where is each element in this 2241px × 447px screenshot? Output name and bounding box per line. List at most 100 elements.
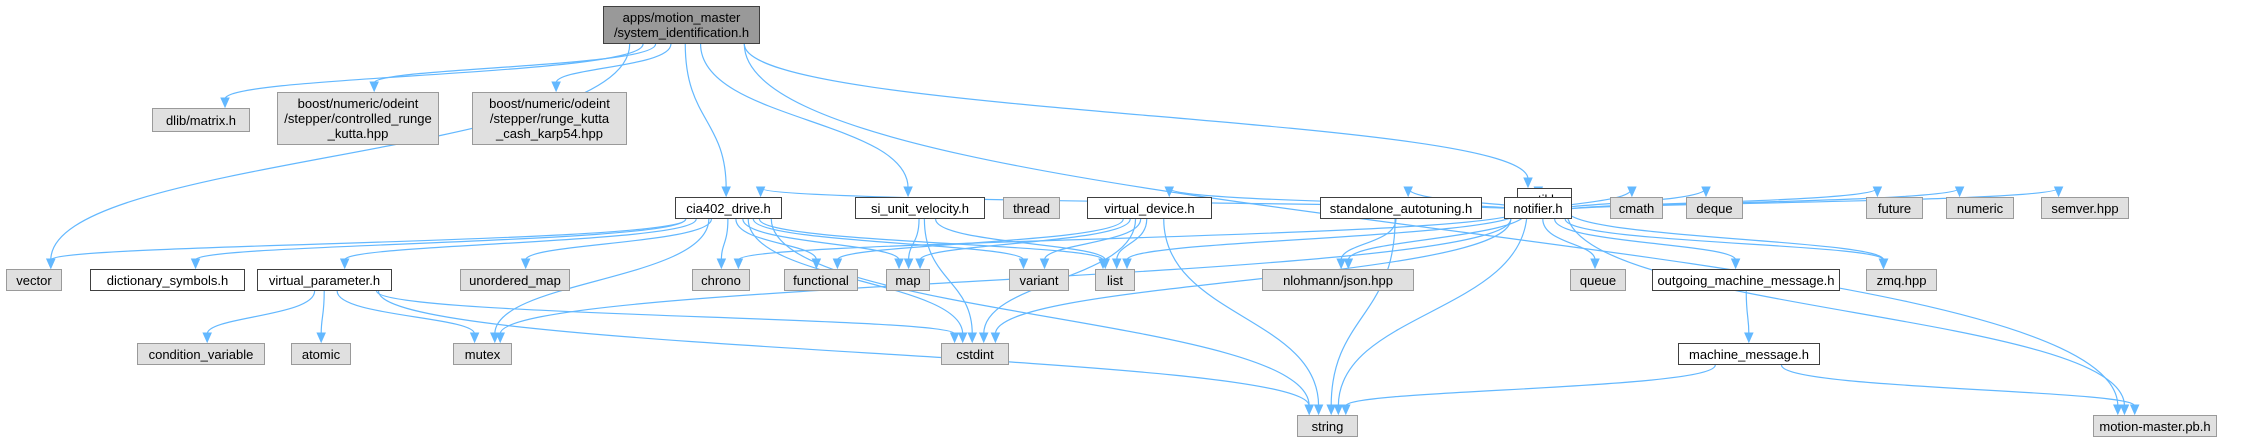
node-condition-variable[interactable]: condition_variable	[137, 343, 265, 365]
edge-cia402-to-vector	[50, 218, 687, 261]
node-map[interactable]: map	[886, 269, 930, 291]
edge-vdev-to-string	[1163, 218, 1320, 407]
node-dlib-matrix-h[interactable]: dlib/matrix.h	[152, 108, 250, 132]
node-standalone-autotuning-h[interactable]: standalone_autotuning.h	[1320, 197, 1482, 219]
node-thread[interactable]: thread	[1003, 197, 1060, 219]
node-mutex[interactable]: mutex	[453, 343, 512, 365]
edge-util-to-zmq	[1565, 209, 1885, 261]
arrowhead-notifier-to-outgoing	[1730, 258, 1741, 270]
edge-vparam-to-mutex	[336, 290, 476, 335]
arrowhead-siunit-to-map	[903, 258, 914, 270]
node-string[interactable]: string	[1297, 415, 1358, 437]
node-zmq-hpp[interactable]: zmq.hpp	[1866, 269, 1937, 291]
node-virtual-device-h[interactable]: virtual_device.h	[1087, 197, 1212, 219]
arrowhead-vdev-to-string	[1313, 404, 1324, 416]
node-atomic[interactable]: atomic	[291, 343, 351, 365]
arrowhead-root-to-boost1	[369, 81, 379, 93]
arrowhead-cia402-to-cstdint	[957, 332, 968, 344]
node-unordered-map[interactable]: unordered_map	[460, 269, 570, 291]
arrowhead-vdev-to-functional	[832, 258, 843, 270]
arrowhead-cia402-to-map	[894, 258, 904, 270]
node-controlled-runge-kutta-hpp[interactable]: boost/numeric/odeint /stepper/controlled…	[277, 92, 439, 145]
edge-util-to-mmpb	[1565, 209, 2126, 407]
node-deque[interactable]: deque	[1686, 197, 1743, 219]
edge-root-to-cia402	[684, 43, 727, 189]
arrowhead-util-to-stand	[1403, 186, 1413, 198]
edge-siunit-to-map	[908, 218, 920, 261]
arrowhead-util-to-cia402	[755, 186, 766, 198]
edge-machmsg-to-mmpb	[1780, 364, 2136, 407]
node-notifier-h[interactable]: notifier.h	[1504, 197, 1572, 219]
edge-notifier-to-queue	[1542, 218, 1596, 261]
node-numeric[interactable]: numeric	[1946, 197, 2014, 219]
edge-notifier-to-outgoing	[1554, 218, 1737, 261]
edge-util-to-string	[1337, 209, 1528, 407]
edge-cia402-to-mutex	[494, 218, 710, 335]
edge-vdev-to-list	[1116, 218, 1148, 261]
edge-notifier-to-zmq	[1564, 218, 1884, 261]
arrowhead-cia402-to-chrono	[716, 258, 727, 270]
edge-vparam-to-atomic	[320, 290, 325, 335]
arrowhead-util-to-string	[1333, 404, 1344, 416]
edge-vparam-to-cstdint	[375, 290, 956, 335]
edge-root-to-boost1	[373, 43, 657, 84]
node-variant[interactable]: variant	[1009, 269, 1069, 291]
arrowhead-siunit-to-cstdint	[967, 332, 978, 344]
node-queue[interactable]: queue	[1570, 269, 1626, 291]
edge-vdev-to-functional	[836, 218, 1124, 261]
arrowhead-cia402-to-umap	[520, 258, 531, 270]
edge-machmsg-to-string	[1345, 364, 1716, 407]
edge-outgoing-to-machmsg	[1745, 290, 1750, 335]
edge-vdev-to-map	[919, 218, 1131, 261]
arrowhead-root-to-cia402	[721, 186, 731, 198]
node-chrono[interactable]: chrono	[692, 269, 750, 291]
arrowhead-vparam-to-mutex	[469, 332, 480, 344]
node-nlohmann-json-hpp[interactable]: nlohmann/json.hpp	[1262, 269, 1414, 291]
arrowhead-vparam-to-string	[1304, 404, 1314, 416]
node-virtual-parameter-h[interactable]: virtual_parameter.h	[257, 269, 392, 291]
arrowhead-machmsg-to-string	[1341, 404, 1351, 416]
node-system-identification-h[interactable]: apps/motion_master /system_identificatio…	[603, 6, 760, 44]
arrowhead-cia402-to-vector	[46, 258, 56, 270]
edge-notifier-to-cstdint	[994, 218, 1512, 335]
node-cmath[interactable]: cmath	[1610, 197, 1663, 219]
edge-root-to-boost2	[555, 43, 672, 84]
node-motion-master-pb-h[interactable]: motion-master.pb.h	[2093, 415, 2217, 437]
edge-stand-to-string	[1330, 218, 1396, 407]
edge-cia402-to-umap	[525, 218, 713, 261]
node-dictionary-symbols-h[interactable]: dictionary_symbols.h	[90, 269, 245, 291]
node-cia402-drive-h[interactable]: cia402_drive.h	[675, 197, 782, 219]
node-cstdint[interactable]: cstdint	[941, 343, 1009, 365]
node-semver-hpp[interactable]: semver.hpp	[2041, 197, 2129, 219]
edge-vparam-to-string	[377, 290, 1310, 407]
arrowhead-util-to-future	[1872, 186, 1883, 198]
node-outgoing-machine-message-h[interactable]: outgoing_machine_message.h	[1652, 269, 1840, 291]
node-future[interactable]: future	[1866, 197, 1923, 219]
edge-siunit-to-cstdint	[923, 218, 973, 335]
edge-cia402-to-list	[758, 218, 1104, 261]
arrowhead-cia402-to-variant	[1018, 258, 1029, 270]
node-runge-kutta-cash-karp54-hpp[interactable]: boost/numeric/odeint /stepper/runge_kutt…	[472, 92, 627, 145]
node-si-unit-velocity-h[interactable]: si_unit_velocity.h	[855, 197, 985, 219]
arrowhead-util-to-numeric	[1954, 186, 1965, 198]
arrowhead-notifier-to-queue	[1590, 258, 1600, 270]
arrowhead-vdev-to-list	[1111, 258, 1122, 270]
node-vector[interactable]: vector	[6, 269, 62, 291]
edge-cia402-to-string	[770, 218, 1310, 407]
arrowhead-util-to-deque	[1701, 186, 1711, 198]
edge-root-to-siunit	[699, 43, 909, 189]
edge-cia402-to-vparam	[344, 218, 697, 261]
node-list[interactable]: list	[1095, 269, 1135, 291]
arrowhead-vdev-to-map	[915, 258, 925, 270]
node-machine-message-h[interactable]: machine_message.h	[1678, 343, 1820, 365]
edge-util-to-list	[1126, 209, 1524, 261]
arrowhead-util-to-list	[1122, 258, 1132, 270]
arrowhead-util-to-mmpb	[2119, 404, 2130, 416]
arrowhead-vdev-to-cstdint	[978, 332, 989, 344]
edge-cia402-to-functional	[735, 218, 817, 261]
edge-root-to-dlib	[224, 43, 644, 100]
node-functional[interactable]: functional	[784, 269, 858, 291]
arrowhead-root-to-dlib	[220, 97, 230, 109]
